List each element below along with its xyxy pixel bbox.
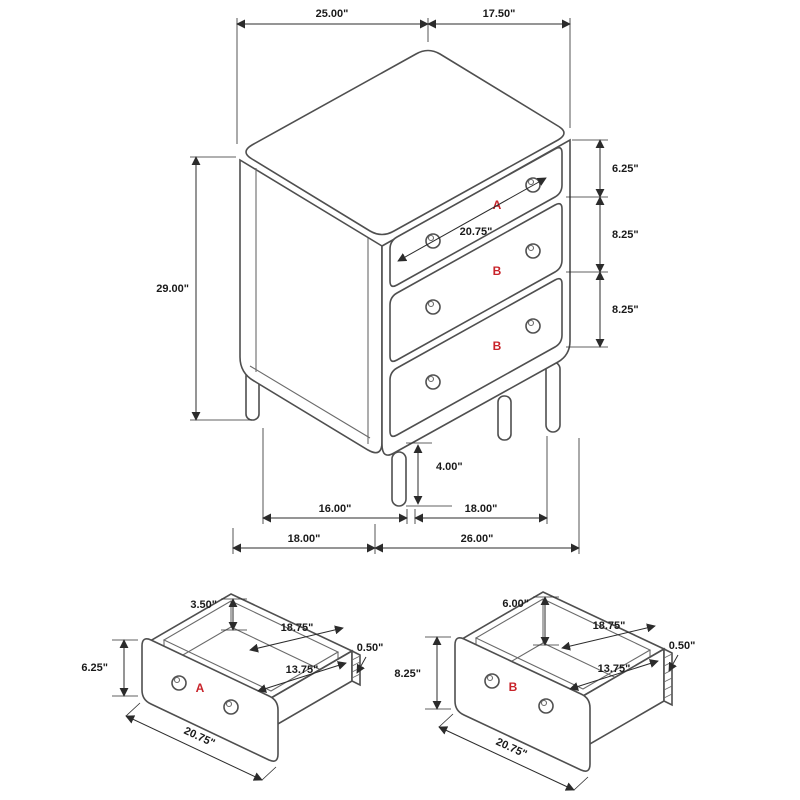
dim-drawer-a-height-label: 6.25" <box>612 163 639 175</box>
dim-drawer-b-mid-height-label: 8.25" <box>612 229 639 241</box>
drawer-b-detail-label: B <box>509 680 518 694</box>
dim-b-inner-depth-label: 13.75" <box>598 663 631 675</box>
chest-leg-front-right <box>545 361 561 433</box>
dim-leg-span-side-label: 16.00" <box>319 503 352 515</box>
drawer-b-detail-view: B 6.00" 18.75" 0.50" 13.75" 8.25" 20.75" <box>394 591 696 791</box>
drawer-a-detail-view: A 3.50" 18.75" 0.50" 13.75" 6.25" 20.75" <box>81 593 384 781</box>
dim-top-depth-label: 17.50" <box>483 8 516 20</box>
chest-top-face <box>245 49 565 236</box>
knob-icon <box>223 699 239 715</box>
side-rail-line <box>249 365 371 439</box>
dimension-line <box>438 726 575 791</box>
dimension-line <box>569 659 659 691</box>
dim-leg-height-label: 4.00" <box>436 461 463 473</box>
dim-a-inner-width-label: 18.75" <box>281 622 314 634</box>
hatch-line <box>663 685 673 691</box>
hatch-line <box>351 655 361 661</box>
dimension-line <box>397 177 547 262</box>
knob-icon <box>484 673 500 689</box>
dimension-line <box>561 623 656 651</box>
dim-a-side-thickness-label: 0.50" <box>357 642 384 654</box>
knob-icon <box>425 374 441 390</box>
hatch-line <box>351 661 361 667</box>
dimension-line <box>249 625 344 653</box>
hatch-line <box>351 673 361 679</box>
knob-icon <box>538 698 554 714</box>
hatch-line <box>663 677 673 683</box>
dim-a-back-height-label: 3.50" <box>190 599 217 611</box>
dim-leg-span-front-label: 18.00" <box>465 503 498 515</box>
knob-highlight-icon <box>427 300 435 308</box>
knob-highlight-icon <box>173 676 181 684</box>
extension-line <box>573 776 589 791</box>
dim-b-side-thickness-label: 0.50" <box>669 640 696 652</box>
main-chest-view: A B B 25.00" 17.50" 29.00" 6. <box>156 8 639 554</box>
dim-b-front-height-label: 8.25" <box>394 668 421 680</box>
leader-line <box>668 654 679 672</box>
dim-overall-width-label: 26.00" <box>461 533 494 545</box>
leader-line <box>356 656 367 674</box>
knob-highlight-icon <box>527 319 535 327</box>
dimension-line <box>257 661 347 693</box>
drawer-b-mid-label: B <box>493 264 502 278</box>
hatch-line <box>663 693 673 699</box>
extension-line <box>125 702 141 717</box>
knob-highlight-icon <box>486 674 494 682</box>
dim-a-inner-depth-label: 13.75" <box>286 664 319 676</box>
chest-leg-front-left <box>391 451 407 507</box>
extension-line <box>261 766 277 781</box>
dim-height-label: 29.00" <box>156 283 189 295</box>
dim-top-width-label: 25.00" <box>316 8 349 20</box>
knob-highlight-icon <box>225 700 233 708</box>
drawer-b-bottom-label: B <box>493 339 502 353</box>
dim-overall-depth-label: 18.00" <box>288 533 321 545</box>
dim-drawer-front-width-label: 20.75" <box>460 226 493 238</box>
dim-b-inner-width-label: 18.75" <box>593 620 626 632</box>
hatch-line <box>663 653 673 659</box>
knob-icon <box>525 318 541 334</box>
knob-highlight-icon <box>540 699 548 707</box>
extension-line <box>438 713 454 728</box>
knob-icon <box>171 675 187 691</box>
chest-leg-back-right <box>497 395 512 441</box>
drawer-b-bottom-front <box>389 277 563 438</box>
knob-highlight-icon <box>427 375 435 383</box>
dimension-line <box>125 715 263 781</box>
drawer-a-detail-label: A <box>196 681 205 695</box>
dim-drawer-b-bottom-height-label: 8.25" <box>612 304 639 316</box>
dim-a-front-height-label: 6.25" <box>81 662 108 674</box>
drawer-a-dimensions: 3.50" 18.75" 0.50" 13.75" 6.25" 20.75" <box>81 598 384 781</box>
knob-icon <box>425 299 441 315</box>
chest-dimensions: 25.00" 17.50" 29.00" 6.25" 8.25" 8.25" 2… <box>156 8 639 554</box>
dim-b-back-height-label: 6.00" <box>502 598 529 610</box>
